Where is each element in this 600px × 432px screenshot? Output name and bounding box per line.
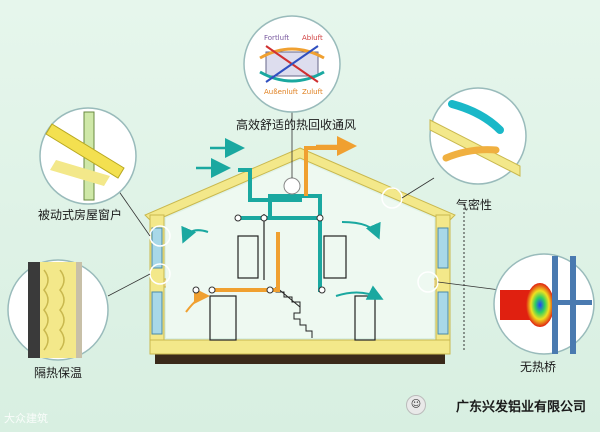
insulation-label: 隔热保温 [34,364,82,381]
vent-label-abluft: Abluft [302,34,323,42]
vent-label-aussenluft: Außenluft [264,88,298,96]
bubble-ventilator [244,16,340,112]
passive-window-label: 被动式房屋窗户 [38,206,122,223]
watermark-left: 大众建筑 [4,410,48,426]
heat-recovery-unit [284,178,300,194]
vent-label-fortluft: Fortluft [264,34,289,42]
bubble-window [40,108,136,204]
bubble-airtightness [430,88,526,184]
airtightness-label: 气密性 [456,196,492,213]
wechat-icon: ☺ [406,395,426,415]
vent-label-zuluft: Zuluft [302,88,323,96]
heat-recovery-label: 高效舒适的热回收通风 [236,116,356,133]
thermal-bridge-label: 无热桥 [520,358,556,375]
bubble-thermal-bridge [494,254,594,354]
bubble-insulation [8,260,108,360]
watermark-right: 广东兴发铝业有限公司 [456,396,586,415]
